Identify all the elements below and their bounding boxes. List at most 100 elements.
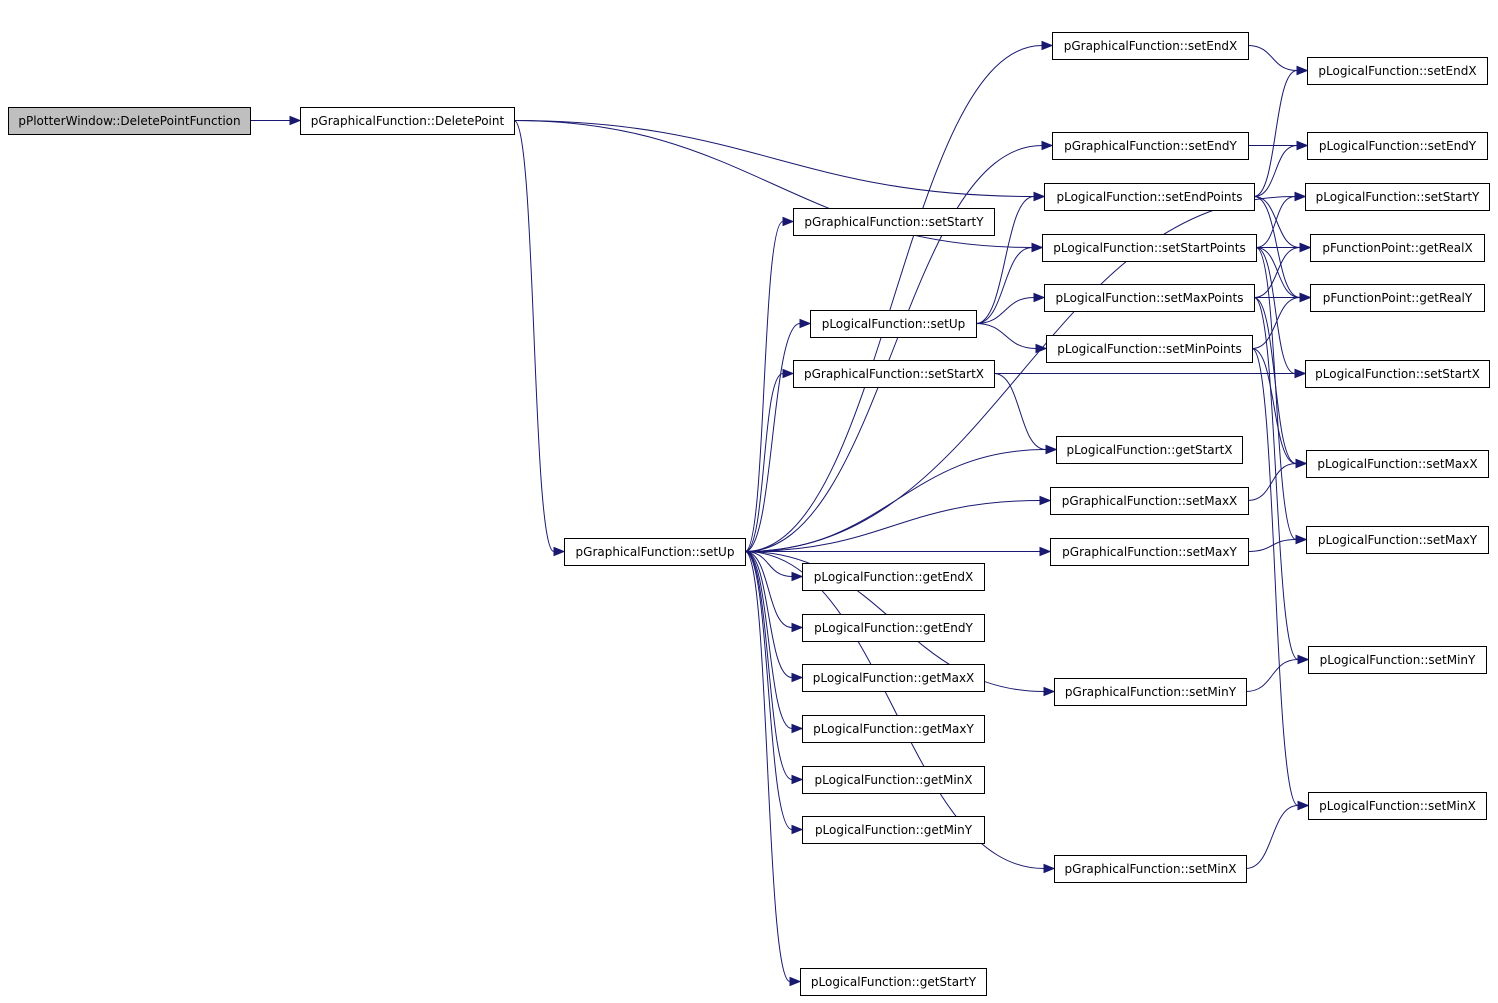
edge-gsetup-to-lsetup: [744, 318, 812, 552]
node-lsetmaxx[interactable]: pLogicalFunction::setMaxX: [1306, 450, 1489, 478]
arrowhead-icon: [1299, 242, 1312, 253]
node-lsetminpoints[interactable]: pLogicalFunction::setMinPoints: [1046, 335, 1253, 363]
edge-line: [513, 120, 555, 552]
arrowhead-icon: [799, 318, 812, 329]
node-lgetminy[interactable]: pLogicalFunction::getMinY: [802, 816, 985, 844]
node-label: pLogicalFunction::setStartPoints: [1053, 241, 1246, 255]
node-delpt[interactable]: pGraphicalFunction::DeletePoint: [300, 107, 515, 135]
node-box: [1054, 678, 1247, 706]
edge-line: [744, 551, 793, 780]
edge-lsetendpoints-to-lsetendy: [1253, 140, 1309, 197]
arrowhead-icon: [791, 622, 804, 633]
node-box: [1052, 32, 1249, 60]
arrowhead-icon: [1043, 863, 1056, 874]
node-gsetmaxx[interactable]: pGraphicalFunction::setMaxX: [1050, 487, 1249, 515]
node-lsetmaxy[interactable]: pLogicalFunction::setMaxY: [1306, 526, 1489, 554]
edge-lsetendpoints-to-lsetendx: [1253, 65, 1309, 197]
node-box: [810, 310, 977, 338]
node-lsetendy[interactable]: pLogicalFunction::setEndY: [1307, 132, 1488, 160]
edge-gsetup-to-lgetminx: [744, 551, 804, 785]
arrowhead-icon: [289, 115, 302, 126]
node-getrealy[interactable]: pFunctionPoint::getRealY: [1310, 284, 1485, 312]
edge-gsetup-to-lgetstartx: [744, 444, 1058, 552]
node-box: [1054, 855, 1247, 883]
node-label: pLogicalFunction::setUp: [822, 317, 966, 331]
arrowhead-icon: [1041, 140, 1054, 151]
node-lgetstarty[interactable]: pLogicalFunction::getStartY: [800, 968, 987, 996]
arrowhead-icon: [1033, 292, 1046, 303]
edge-gsetstartx-to-lgetstartx: [993, 373, 1058, 455]
node-lsetstartx[interactable]: pLogicalFunction::setStartX: [1305, 360, 1490, 388]
node-lgetmaxy[interactable]: pLogicalFunction::getMaxY: [802, 715, 985, 743]
node-label: pLogicalFunction::getMinY: [815, 823, 973, 837]
edge-line: [1247, 45, 1298, 71]
node-gsetstartx[interactable]: pGraphicalFunction::setStartX: [793, 360, 995, 388]
node-gsetminy[interactable]: pGraphicalFunction::setMinY: [1054, 678, 1247, 706]
arrowhead-icon: [791, 571, 804, 582]
node-label: pLogicalFunction::setStartY: [1316, 190, 1480, 204]
node-lsetendpoints[interactable]: pLogicalFunction::setEndPoints: [1044, 183, 1255, 211]
node-lsetminx[interactable]: pLogicalFunction::setMinX: [1308, 792, 1487, 820]
arrowhead-icon: [1296, 65, 1309, 76]
node-label: pLogicalFunction::getMaxY: [813, 722, 974, 736]
edge-line: [975, 247, 1033, 324]
node-box: [793, 208, 995, 236]
node-label: pPlotterWindow::DeletePointFunction: [18, 114, 240, 128]
node-gsetendy[interactable]: pGraphicalFunction::setEndY: [1052, 132, 1249, 160]
node-gsetendx[interactable]: pGraphicalFunction::setEndX: [1052, 32, 1249, 60]
node-lsetendx[interactable]: pLogicalFunction::setEndX: [1307, 57, 1488, 85]
edge-gsetup-to-gsetmaxy: [745, 546, 1052, 557]
edge-line: [744, 45, 1043, 552]
node-gsetstarty[interactable]: pGraphicalFunction::setStartY: [793, 208, 995, 236]
node-lgetendy[interactable]: pLogicalFunction::getEndY: [802, 614, 985, 642]
arrowhead-icon: [1043, 686, 1056, 697]
node-box: [300, 107, 515, 135]
node-lgetmaxx[interactable]: pLogicalFunction::getMaxX: [802, 664, 985, 692]
node-label: pLogicalFunction::setMinPoints: [1057, 342, 1241, 356]
node-label: pLogicalFunction::setMaxX: [1317, 457, 1477, 471]
arrowhead-icon: [1035, 343, 1048, 354]
node-lsetup[interactable]: pLogicalFunction::setUp: [810, 310, 977, 338]
edge-line: [1255, 247, 1296, 374]
edge-line: [1251, 348, 1299, 806]
node-lsetstartpoints[interactable]: pLogicalFunction::setStartPoints: [1042, 234, 1257, 262]
edge-gsetup-to-lgetmaxx: [744, 551, 804, 683]
node-label: pGraphicalFunction::setMinY: [1065, 685, 1237, 699]
node-gsetminx[interactable]: pGraphicalFunction::setMinX: [1054, 855, 1247, 883]
edge-layer: [250, 40, 1312, 987]
node-box: [1050, 487, 1249, 515]
node-lsetstarty[interactable]: pLogicalFunction::setStartY: [1305, 183, 1490, 211]
node-lsetmaxpoints[interactable]: pLogicalFunction::setMaxPoints: [1044, 284, 1255, 312]
node-root[interactable]: pPlotterWindow::DeletePointFunction: [8, 107, 251, 135]
node-gsetmaxy[interactable]: pGraphicalFunction::setMaxY: [1050, 538, 1249, 566]
node-gsetup[interactable]: pGraphicalFunction::setUp: [564, 538, 746, 566]
edge-lsetmaxpoints-to-lsetminy: [1253, 297, 1310, 665]
node-lgetendx[interactable]: pLogicalFunction::getEndX: [802, 563, 985, 591]
edge-line: [744, 323, 801, 552]
node-lsetminy[interactable]: pLogicalFunction::setMinY: [1308, 646, 1487, 674]
edge-gsetup-to-lgetmaxy: [744, 551, 804, 734]
edge-delpt-to-lsetendpoints: [513, 120, 1046, 202]
node-box: [802, 766, 985, 794]
node-label: pLogicalFunction::setMinX: [1319, 799, 1476, 813]
edge-line: [513, 120, 1035, 197]
edge-lsetup-to-lsetminpoints: [975, 323, 1048, 354]
node-lgetminx[interactable]: pLogicalFunction::getMinX: [802, 766, 985, 794]
edge-lsetup-to-lsetstartpoints: [975, 242, 1044, 324]
node-box: [1046, 335, 1253, 363]
edge-line: [1247, 539, 1297, 552]
edge-line: [744, 551, 793, 830]
edge-line: [744, 551, 1045, 869]
node-lgetstartx[interactable]: pLogicalFunction::getStartX: [1056, 436, 1243, 464]
node-box: [1305, 360, 1490, 388]
node-getrealx[interactable]: pFunctionPoint::getRealX: [1310, 234, 1485, 262]
edge-line: [744, 373, 784, 552]
node-label: pLogicalFunction::getMaxX: [813, 671, 975, 685]
node-label: pGraphicalFunction::setStartX: [804, 367, 984, 381]
edge-gsetup-to-gsetendx: [744, 40, 1054, 552]
node-label: pGraphicalFunction::setUp: [576, 545, 735, 559]
edge-gsetup-to-gsetstarty: [744, 216, 795, 552]
edge-root-to-delpt: [250, 115, 302, 126]
